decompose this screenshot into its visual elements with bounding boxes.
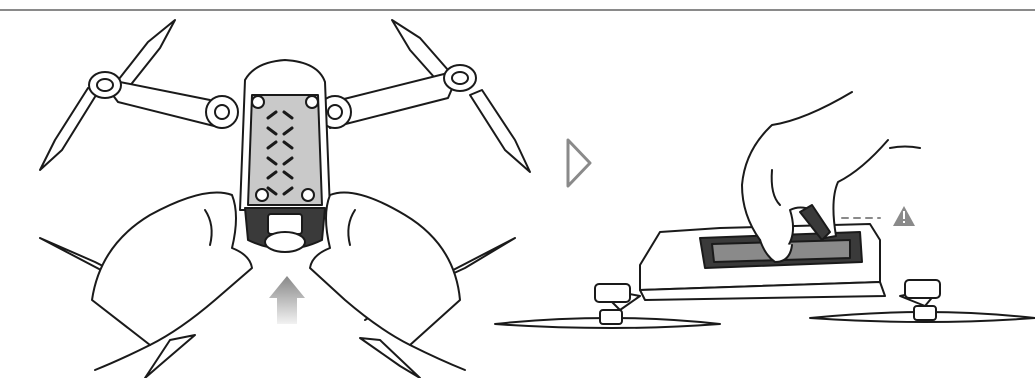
warning-icon (893, 206, 915, 226)
battery-end (245, 208, 325, 252)
right-panel-drone-side (495, 92, 1035, 328)
right-hand (310, 193, 465, 371)
arm-front-right (319, 65, 476, 128)
step-arrow-icon (568, 140, 590, 186)
push-up-arrow-icon (269, 276, 305, 324)
drone-body (240, 60, 330, 210)
arm-front-left (89, 72, 238, 128)
hand-pressing-latch (742, 92, 920, 262)
propeller-side-left (495, 310, 720, 328)
left-panel-drone-underside (40, 20, 530, 378)
propeller-side-right (810, 306, 1035, 322)
